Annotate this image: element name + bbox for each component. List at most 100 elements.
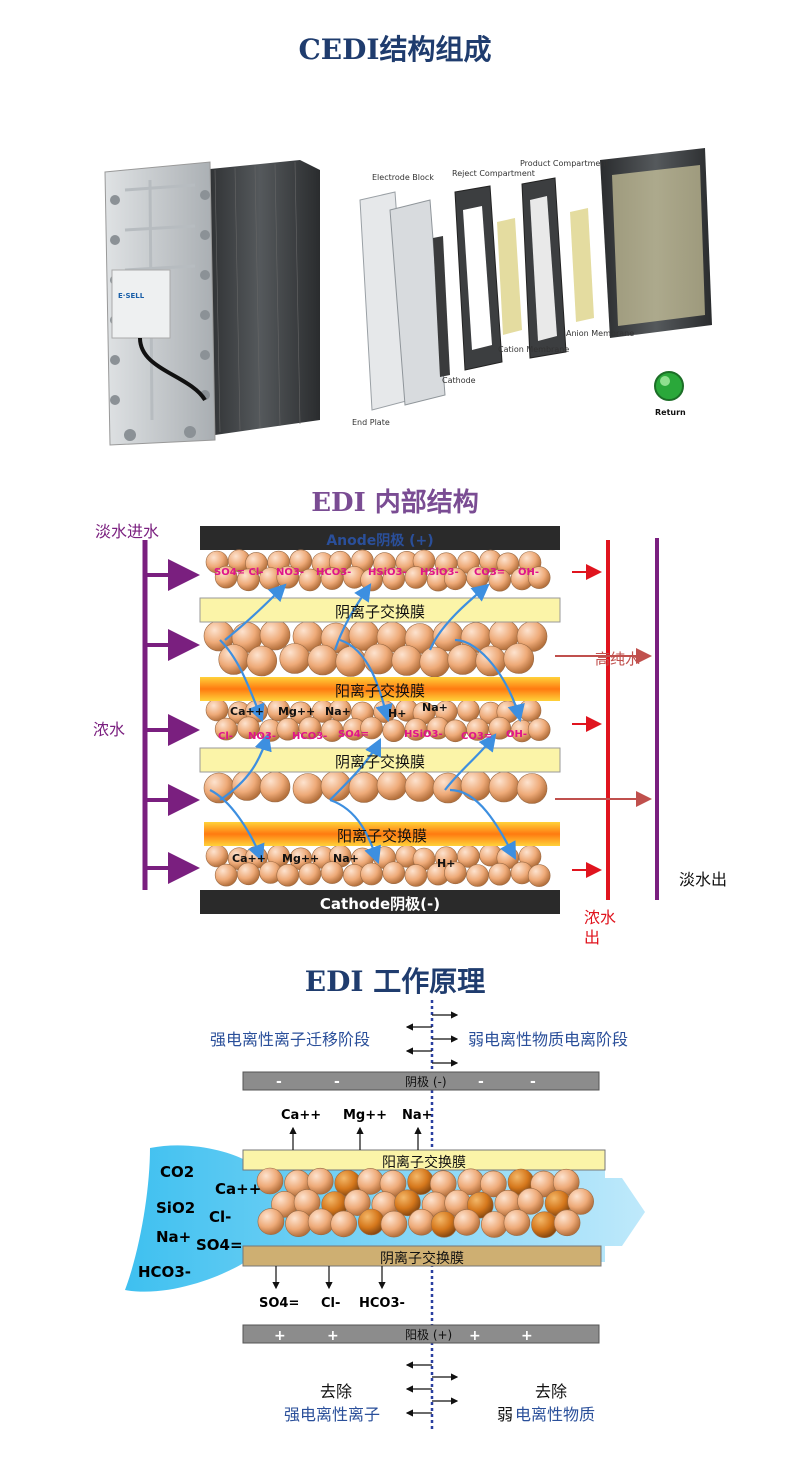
resin-bead [246, 645, 278, 677]
cation-up-arrows [289, 1126, 422, 1150]
inlet-arrows [145, 559, 200, 884]
resin-bead [408, 1208, 435, 1236]
svg-text:-: - [276, 1074, 282, 1090]
ion-row2c-0: Ca++ [230, 705, 264, 718]
resin-bead [503, 643, 535, 674]
inlet-ion-6: SO4= [196, 1236, 243, 1254]
inlet-ion-1: SiO2 [156, 1199, 196, 1217]
resin-beads [256, 1167, 594, 1238]
ion-row3-1: Mg++ [282, 852, 320, 865]
edi-module-photo [104, 160, 320, 446]
resin-bead [237, 862, 260, 886]
resin-bead [432, 772, 464, 804]
bottom-ion-1: Cl- [321, 1296, 341, 1311]
resin-bead [518, 699, 542, 722]
svg-text:-: - [478, 1074, 484, 1090]
ion-row2c-2: Na+ [325, 705, 351, 718]
resin-bead [259, 771, 291, 803]
label-product-compartment: Product Compartment [520, 159, 609, 168]
label-cathode-bar: 阴极 (-) [405, 1075, 447, 1089]
resin-bead [527, 566, 551, 589]
resin-bead [343, 1189, 371, 1216]
ion-row2a-1: NO3- [248, 731, 276, 742]
resin-bead [279, 643, 311, 674]
cathode-bar-2 [242, 1071, 600, 1091]
resin-bead [256, 1167, 284, 1195]
label-concentrate: 浓水 [93, 720, 126, 739]
inlet-ion-4: Ca++ [215, 1180, 262, 1198]
resin-bead [292, 773, 324, 804]
label-end-plate: End Plate [352, 418, 390, 427]
section2-title: EDI 内部结构 [311, 488, 479, 518]
top-ion-0: Ca++ [281, 1108, 322, 1123]
label-stage-left: 强电离性离子迁移阶段 [210, 1030, 371, 1049]
resin-bead [276, 565, 300, 589]
resin-bead [320, 770, 352, 802]
resin-bead [205, 844, 229, 868]
label-anion-membrane-2: 阴离子交换膜 [334, 753, 425, 771]
label-anode-bar: 阳极 (+) [405, 1328, 453, 1342]
resin-bead [285, 1210, 312, 1237]
ion-row1-4: HSiO3- [420, 567, 459, 578]
svg-text:+: + [274, 1328, 286, 1344]
resin-bead [488, 862, 512, 886]
label-concentrate-out: 浓水出 [584, 908, 617, 947]
ion-row3-3: H+ [437, 857, 456, 870]
label-cation-membrane: Cation Membrane [498, 345, 569, 354]
cation-membrane-1 [200, 677, 560, 701]
resin-bead [460, 770, 492, 801]
resin-bead [457, 699, 480, 722]
resin-bead [307, 644, 339, 676]
ion-row2a-2: HCO3- [292, 731, 328, 742]
label-stage-right: 弱电离性物质电离阶段 [468, 1030, 629, 1049]
label-remove-right: 去除 [535, 1382, 568, 1401]
label-anode: Anode阴极 (+) [326, 533, 434, 549]
ion-row2a-0: Cl- [218, 731, 233, 742]
resin-bead [517, 1188, 544, 1215]
product-arrows [555, 648, 652, 807]
bottom-ion-2: HCO3- [359, 1296, 405, 1311]
ion-row1-2: HCO3- [316, 567, 352, 578]
resin-bead [404, 864, 428, 887]
return-button-label: Return [655, 408, 686, 417]
stage-arrows-bottom [405, 1361, 459, 1417]
resin-bead [480, 1211, 508, 1238]
top-ion-1: Mg++ [343, 1108, 388, 1123]
resin-bead [453, 1209, 481, 1236]
ion-row2c-1: Mg++ [278, 705, 316, 718]
ion-row2a-4: HSiO3- [404, 729, 443, 740]
ion-row2a-6: OH- [506, 729, 528, 740]
label-remove-left: 去除 [320, 1382, 353, 1401]
label-cation-membrane-2: 阳离子交换膜 [336, 827, 427, 845]
ion-row3-2: Na+ [333, 852, 359, 865]
resin-bead [382, 719, 406, 743]
resin-bead [516, 773, 548, 804]
resin-bead [527, 864, 551, 887]
resin-bead [527, 718, 551, 741]
ion-row2a-3: SO4= [338, 729, 370, 740]
svg-text:+: + [469, 1328, 481, 1344]
label-anion-membrane-1: 阴离子交换膜 [334, 603, 425, 621]
label-cathode: Cathode [442, 376, 476, 385]
resin-bead [391, 645, 423, 676]
ion-row2c-3: H+ [388, 707, 407, 720]
resin-bead [306, 1167, 334, 1195]
label-fresh-in: 淡水进水 [95, 522, 160, 541]
label-reject-compartment: Reject Compartment [452, 169, 535, 178]
label-anion-membrane-bottom: 阴离子交换膜 [380, 1251, 464, 1267]
resin-bead [376, 769, 408, 801]
resin-bead [214, 863, 238, 887]
inlet-ion-0: CO2 [160, 1163, 195, 1181]
resin-bead [363, 643, 395, 675]
anion-down-arrows [272, 1266, 386, 1290]
ion-row3-0: Ca++ [232, 852, 266, 865]
label-remove-left-sub: 强电离性离子 [284, 1405, 381, 1424]
section3-title: EDI 工作原理 [304, 965, 486, 998]
anion-membrane-bottom [242, 1245, 602, 1267]
resin-bead [488, 771, 520, 803]
resin-bead [298, 716, 322, 740]
label-electrode-block: Electrode Block [372, 173, 434, 182]
anode-bar [200, 526, 560, 550]
bottom-ion-0: SO4= [259, 1296, 300, 1311]
